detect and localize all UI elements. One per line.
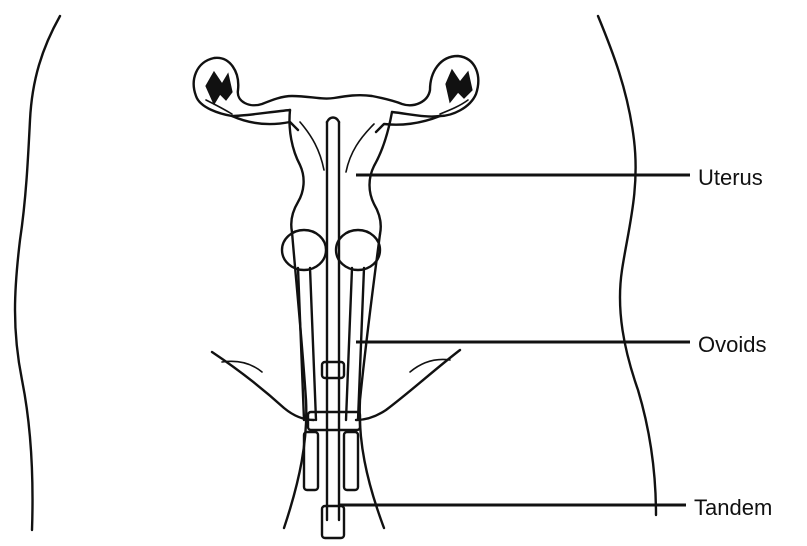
tandem-label: Tandem [694, 497, 772, 519]
uterus-organ [194, 56, 479, 234]
uterus-label: Uterus [698, 167, 763, 189]
tandem-applicator [322, 118, 344, 539]
perineal-outline [212, 350, 460, 420]
ovoids-label: Ovoids [698, 334, 766, 356]
body-outline-right [598, 16, 656, 515]
body-outline-left [15, 16, 60, 530]
